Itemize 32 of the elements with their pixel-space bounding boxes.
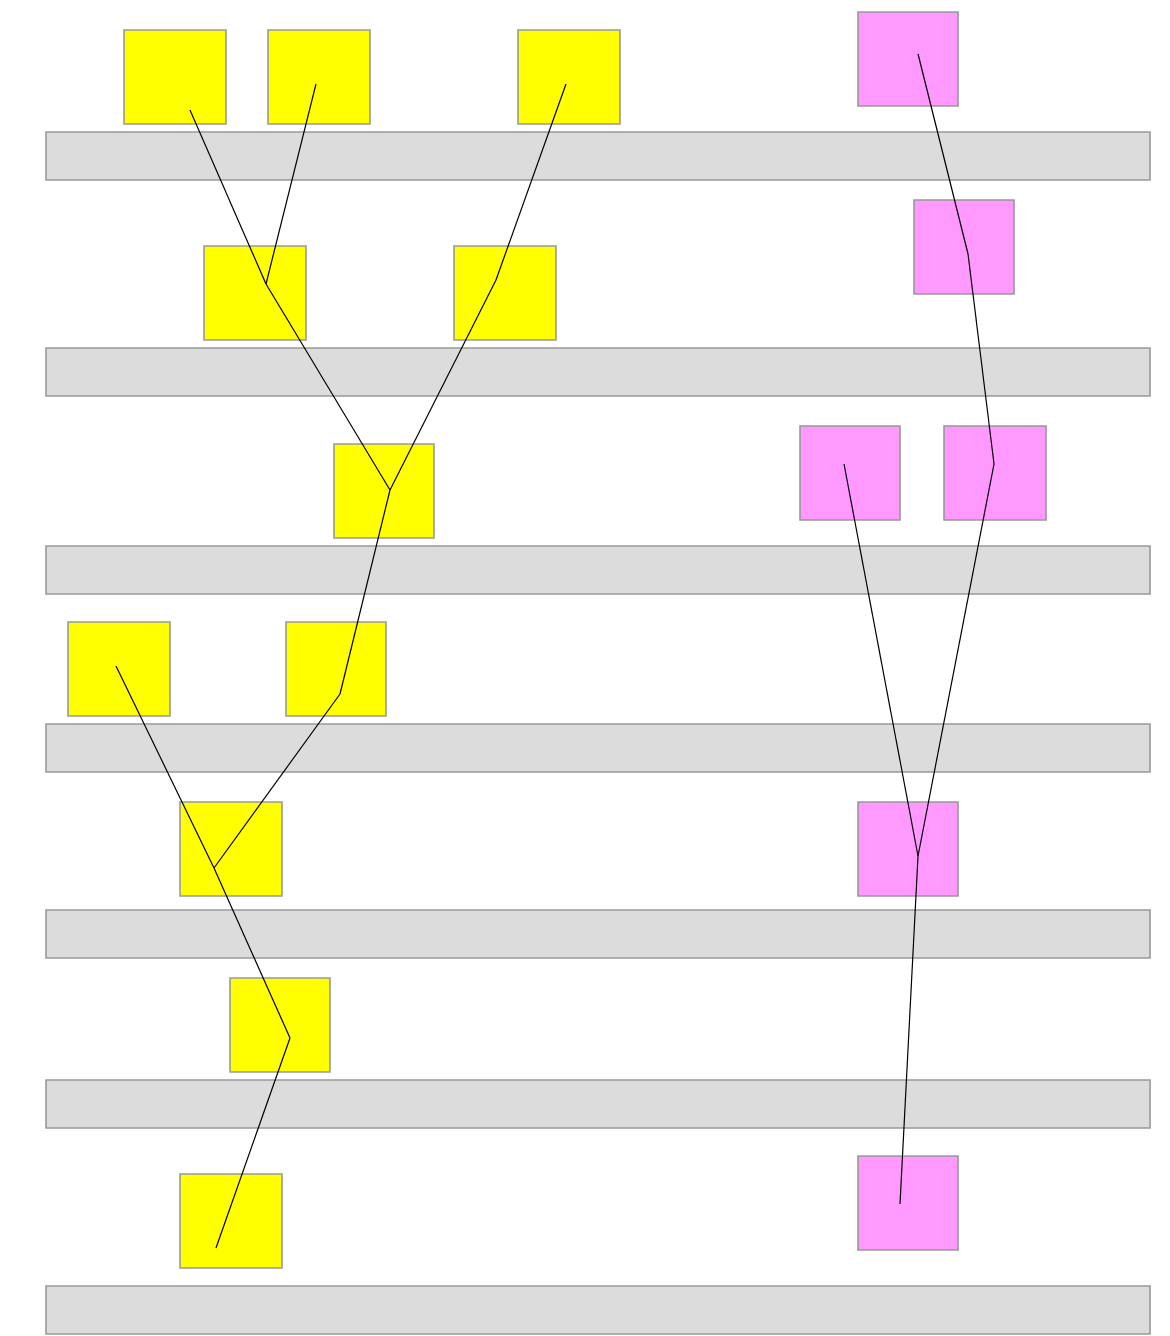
square-box xyxy=(203,245,307,341)
connector-line xyxy=(899,855,919,1205)
square-box xyxy=(285,621,387,717)
connector-line xyxy=(265,83,317,285)
connector-line xyxy=(917,463,995,857)
square-box xyxy=(799,425,901,521)
square-box xyxy=(67,621,171,717)
square-box xyxy=(453,245,557,341)
square-box xyxy=(179,1173,283,1269)
connector-line xyxy=(189,109,267,285)
connector-line xyxy=(917,53,969,255)
square-box xyxy=(517,29,621,125)
connector-line xyxy=(115,665,215,869)
connector-line xyxy=(215,1037,291,1249)
connector-line xyxy=(389,279,497,491)
connector-line xyxy=(843,463,919,857)
square-box xyxy=(913,199,1015,295)
square-box xyxy=(123,29,227,125)
square-box xyxy=(333,443,435,539)
square-box xyxy=(229,977,331,1073)
connector-line xyxy=(213,693,341,869)
square-box xyxy=(857,801,959,897)
square-box xyxy=(267,29,371,125)
connector-line xyxy=(265,283,391,491)
connector-line xyxy=(495,83,567,281)
square-box xyxy=(943,425,1047,521)
connector-line xyxy=(339,489,391,695)
connector-line xyxy=(967,253,995,465)
square-box xyxy=(857,11,959,107)
square-box xyxy=(179,801,283,897)
square-box xyxy=(857,1155,959,1251)
connector-line xyxy=(213,867,291,1039)
